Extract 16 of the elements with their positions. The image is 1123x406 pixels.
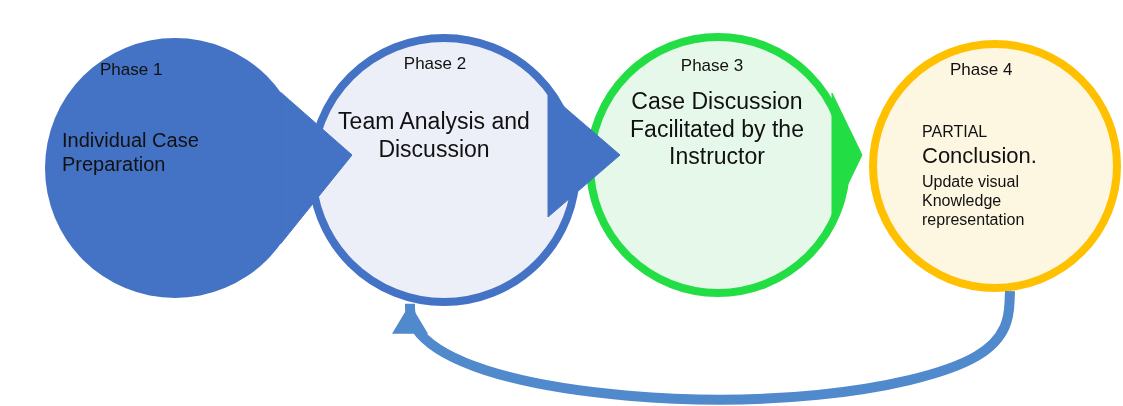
phase-label: Phase 3: [679, 56, 745, 77]
pointer-arrow: [831, 92, 863, 218]
phase-circle: [869, 40, 1121, 292]
feedback-arrow: [392, 290, 1015, 405]
pointer-arrow: [280, 91, 353, 245]
phase-description: Case Discussion Facilitated by the Instructor: [629, 88, 805, 171]
phase-label: Phase 1: [100, 60, 164, 81]
phase-label: Phase 2: [402, 54, 468, 75]
pointer-arrow: [547, 92, 621, 218]
phase-circle: [586, 33, 850, 297]
phase-description: Conclusion.: [922, 143, 1038, 170]
phase-description: Individual Case Preparation: [62, 128, 200, 176]
phase-description: PARTIAL: [922, 122, 989, 142]
phase-description: Update visual Knowledge representation: [922, 172, 1026, 230]
phase-label: Phase 4: [950, 60, 1014, 81]
phase-description: Team Analysis and Discussion: [337, 108, 531, 164]
